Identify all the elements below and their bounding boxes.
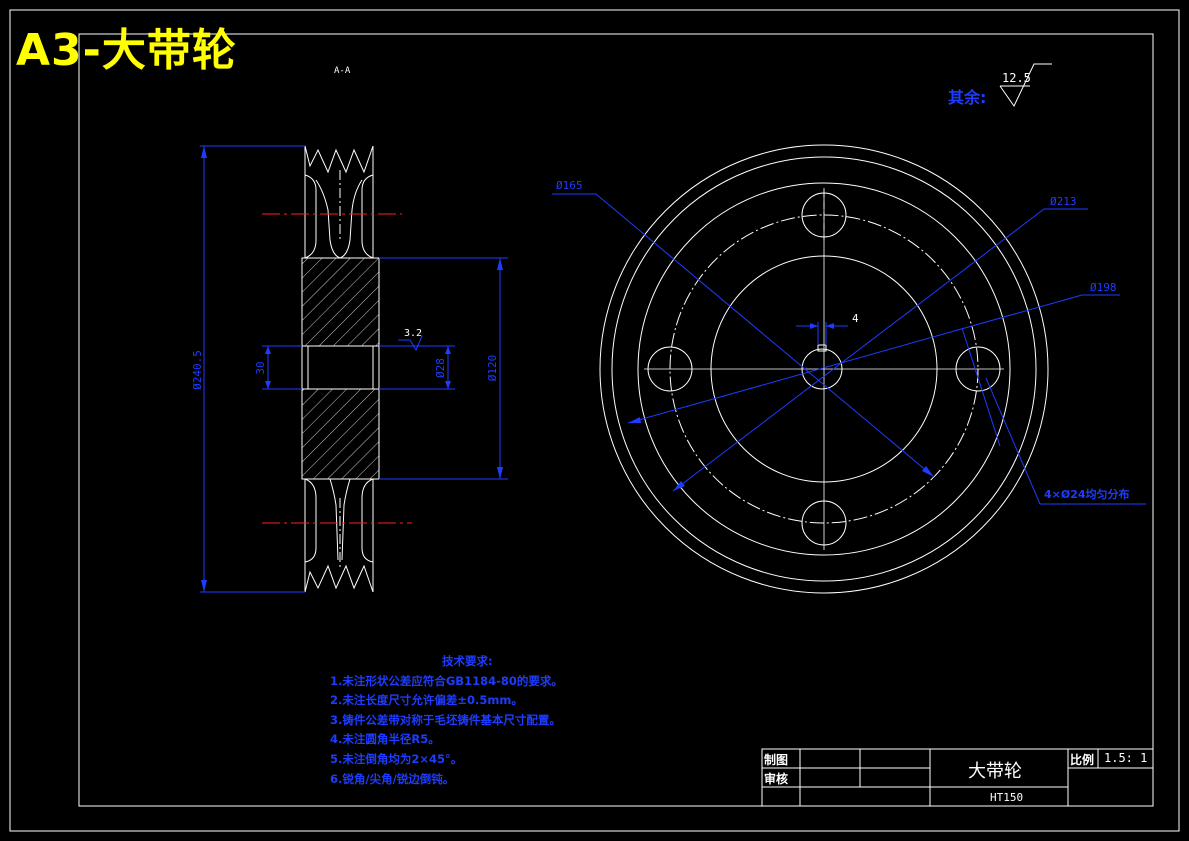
title-block-scale-label: 比例: [1070, 753, 1095, 767]
dim-d28: Ø28: [434, 358, 447, 378]
dim-d213: Ø213: [1050, 195, 1077, 208]
bore: [301, 345, 380, 390]
tech-item: 5.未注倒角均为2×45°。: [330, 751, 463, 766]
tech-item: 2.未注长度尺寸允许偏差±0.5mm。: [330, 693, 523, 708]
hub-section-upper: [301, 257, 380, 347]
inner-frame: [78, 33, 1154, 807]
dim-d240: Ø240.5: [191, 350, 204, 390]
drawing-banner-title: A3-大带轮: [16, 25, 237, 76]
title-block-scale-value: 1.5: 1: [1104, 751, 1148, 765]
outer-frame: [9, 9, 1180, 832]
tech-item: 6.锐角/尖角/锐边倒钝。: [330, 771, 455, 786]
roughness-value: 12.5: [1002, 71, 1031, 85]
tech-item: 4.未注圆角半径R5。: [330, 732, 440, 747]
title-block-checked-label: 审核: [764, 772, 789, 786]
title-block-drawn-label: 制图: [764, 753, 789, 767]
groove-profile-upper: [304, 145, 374, 174]
section-view: Ø240.5 30 Ø28 Ø120 3.2: [191, 145, 508, 593]
section-label: A-A: [334, 66, 351, 76]
title-block-part-name: 大带轮: [968, 761, 1022, 782]
dim-d30: 30: [254, 361, 267, 374]
dim-d120: Ø120: [486, 355, 499, 382]
roughness-label: 其余:: [948, 88, 987, 107]
groove-profile-lower: [304, 564, 374, 593]
title-block: [761, 748, 1154, 807]
tech-item: 3.铸件公差带对称于毛坯铸件基本尺寸配置。: [330, 712, 561, 727]
dim-holes: 4×Ø24均匀分布: [1044, 487, 1130, 501]
bore-roughness-value: 3.2: [404, 328, 422, 339]
hub-section-lower: [301, 388, 380, 480]
dim-d165: Ø165: [556, 179, 583, 192]
dim-d198: Ø198: [1090, 281, 1117, 294]
roughness-symbol: [999, 63, 1052, 107]
keyway: [817, 344, 827, 352]
technical-requirements: 技术要求: 1.未注形状公差应符合GB1184-80的要求。 2.未注长度尺寸允…: [330, 652, 563, 789]
outer-rim-circle: [599, 144, 1049, 594]
tech-item: 1.未注形状公差应符合GB1184-80的要求。: [330, 673, 563, 688]
front-view: Ø165 Ø213 Ø198 4 4×Ø24均匀分布: [552, 144, 1146, 594]
tech-title: 技术要求:: [442, 654, 493, 668]
dim-key-width: 4: [852, 312, 859, 325]
title-block-material: HT150: [990, 791, 1024, 804]
